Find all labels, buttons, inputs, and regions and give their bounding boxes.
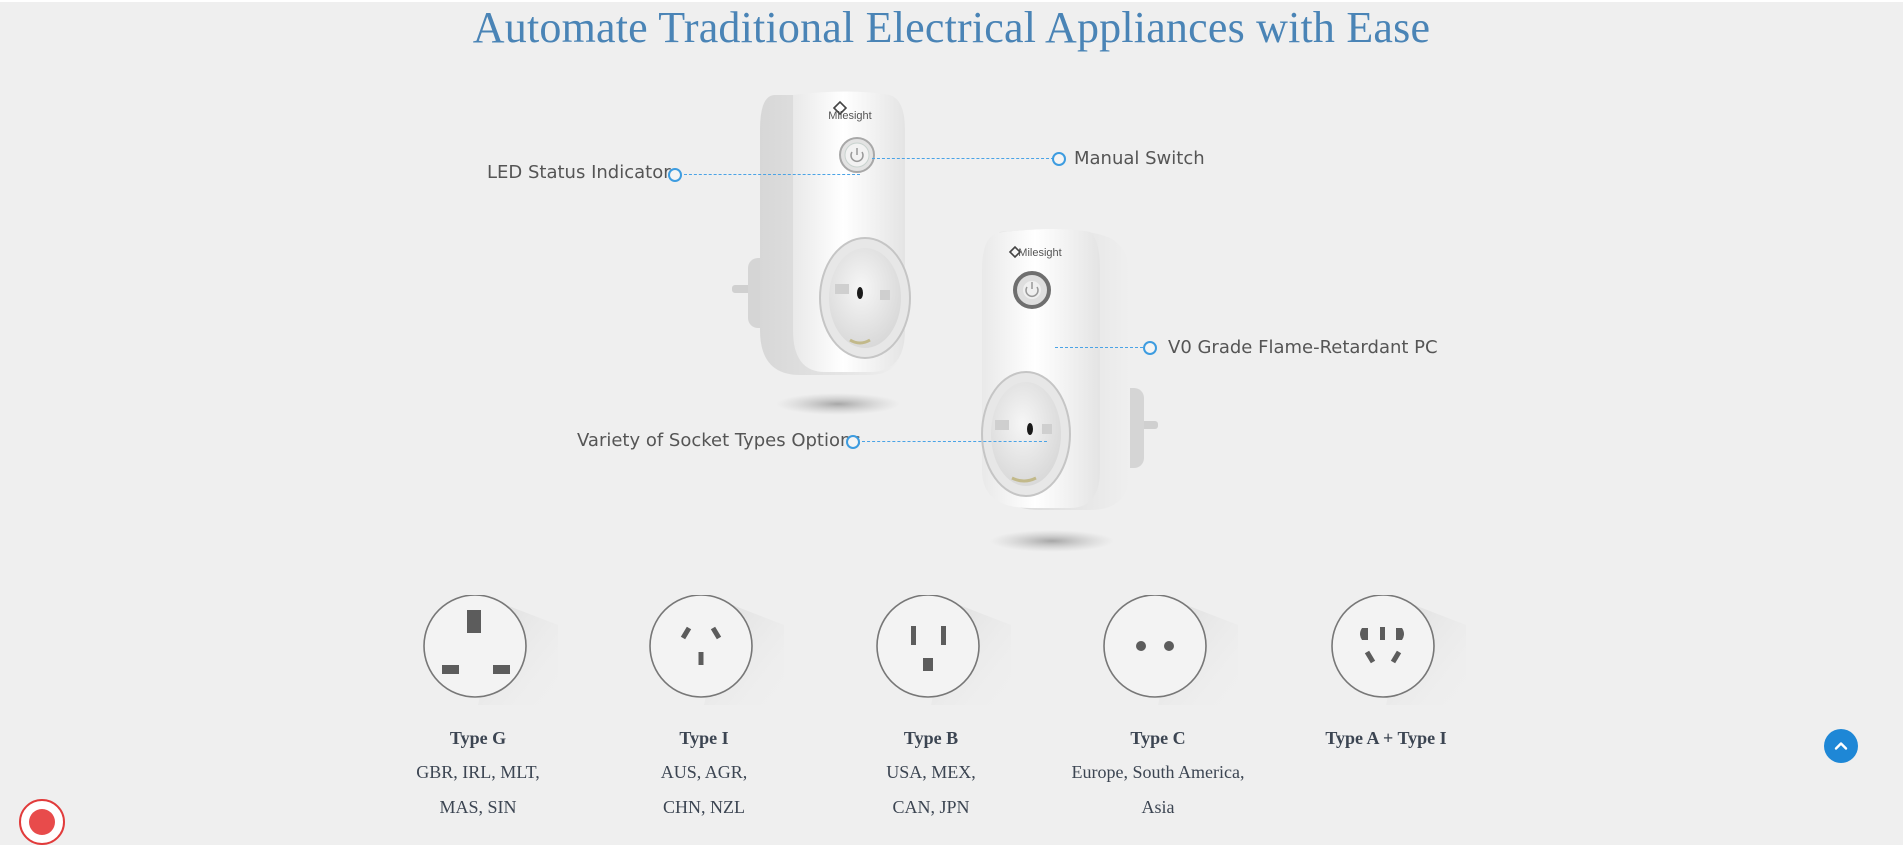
socket-type-a-i-name: Type A + Type I [1325, 728, 1447, 748]
socket-type-c: Type C Europe, South America, Asia [1063, 595, 1253, 825]
smart-plug-angled: Milesight [981, 229, 1158, 552]
socket-type-b-name: Type B [903, 728, 959, 748]
socket-type-g-icon [383, 595, 573, 705]
socket-type-b-icon [836, 595, 1026, 705]
callout-sockets-dot [846, 435, 860, 449]
callout-led-dot [668, 168, 682, 182]
callout-material-dot [1143, 341, 1157, 355]
socket-type-c-regions: Europe, South America, Asia [1071, 762, 1245, 817]
callout-switch-label: Manual Switch [1074, 148, 1205, 169]
page-title: Automate Traditional Electrical Applianc… [472, 3, 1431, 52]
socket-type-i: Type I AUS, AGR, CHN, NZL [609, 595, 799, 825]
callout-led-label: LED Status Indicator [487, 162, 671, 183]
top-divider [0, 0, 1903, 2]
callout-sockets-line [862, 441, 1047, 442]
chevron-up-icon [1834, 742, 1848, 750]
chat-bubble-icon [29, 809, 55, 835]
callout-switch-dot [1052, 152, 1066, 166]
brand-label: Milesight [828, 110, 871, 122]
socket-type-i-icon [609, 595, 799, 705]
socket-type-i-regions: AUS, AGR, CHN, NZL [660, 762, 748, 817]
callout-sockets-label: Variety of Socket Types Options [577, 430, 861, 451]
callout-material-label: V0 Grade Flame-Retardant PC [1168, 337, 1438, 358]
socket-type-b: Type B USA, MEX, CAN, JPN [836, 595, 1026, 825]
socket-type-g: Type G GBR, IRL, MLT, MAS, SIN [383, 595, 573, 825]
socket-type-b-regions: USA, MEX, CAN, JPN [886, 762, 976, 817]
chat-widget-button[interactable] [19, 799, 65, 845]
socket-type-g-regions: GBR, IRL, MLT, MAS, SIN [416, 762, 540, 817]
socket-type-g-name: Type G [449, 728, 507, 748]
socket-type-a-i-icon [1291, 595, 1481, 705]
socket-type-c-icon [1063, 595, 1253, 705]
socket-type-a-i: Type A + Type I [1291, 595, 1481, 755]
callout-led-line [684, 174, 860, 175]
callout-switch-line [872, 158, 1054, 159]
back-to-top-button[interactable] [1824, 729, 1858, 763]
socket-type-i-name: Type I [679, 728, 729, 748]
callout-material-line [1055, 347, 1143, 348]
brand-label-2: Milesight [1018, 247, 1061, 259]
smart-plug-front: Milesight [732, 91, 911, 415]
socket-type-c-name: Type C [1130, 728, 1186, 748]
